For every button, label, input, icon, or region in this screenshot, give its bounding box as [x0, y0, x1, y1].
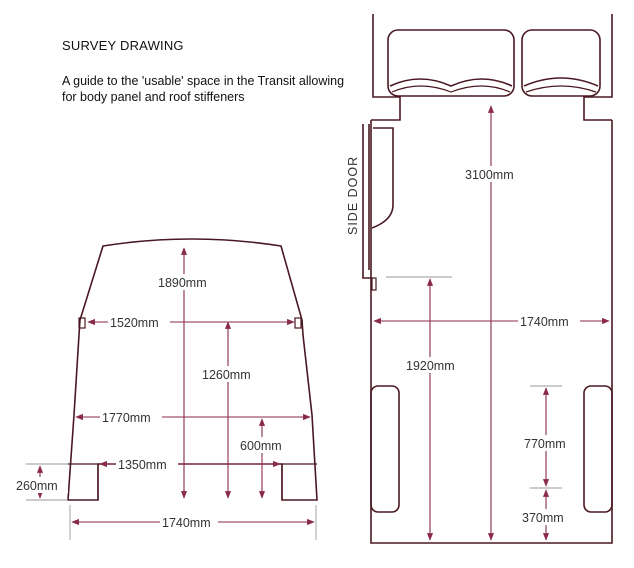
rear-view: 1890mm 1520mm 1260mm 1770mm 600mm 1350mm… [14, 238, 318, 540]
page-subtitle: A guide to the 'usable' space in the Tra… [62, 74, 345, 104]
label-height-mid: 1260mm [202, 368, 251, 382]
cab-outline [371, 14, 401, 121]
plan-view: SIDE DOOR 3100mm 1740mm 1920mm 770mm 370… [346, 14, 613, 544]
right-wheel-arch [583, 385, 613, 513]
rear-view-outline [67, 238, 318, 501]
right-stiffener [294, 317, 302, 329]
side-door-label: SIDE DOOR [346, 156, 360, 235]
label-width-arches: 1350mm [118, 458, 167, 472]
label-arch-height: 260mm [16, 479, 58, 493]
label-height-arch: 600mm [240, 439, 282, 453]
side-door [362, 124, 394, 279]
label-width-mid: 1770mm [102, 411, 151, 425]
page-title: SURVEY DRAWING [62, 38, 184, 53]
cab-outline-right [583, 14, 613, 121]
label-length-total: 3100mm [465, 168, 514, 182]
label-width-floor: 1740mm [162, 516, 211, 530]
driver-seat [387, 29, 515, 97]
label-arch-to-rear: 370mm [522, 511, 564, 525]
left-stiffener [78, 317, 86, 329]
left-arch [68, 463, 99, 500]
label-arch-length: 770mm [524, 437, 566, 451]
label-plan-width: 1740mm [520, 315, 569, 329]
left-wheel-arch [370, 385, 400, 513]
right-arch [281, 463, 317, 500]
passenger-seat [521, 29, 601, 97]
door-stop [371, 277, 377, 291]
label-length-to-arch: 1920mm [406, 359, 455, 373]
label-width-upper: 1520mm [110, 316, 159, 330]
label-height-total: 1890mm [158, 276, 207, 290]
load-floor-outline [370, 120, 613, 544]
